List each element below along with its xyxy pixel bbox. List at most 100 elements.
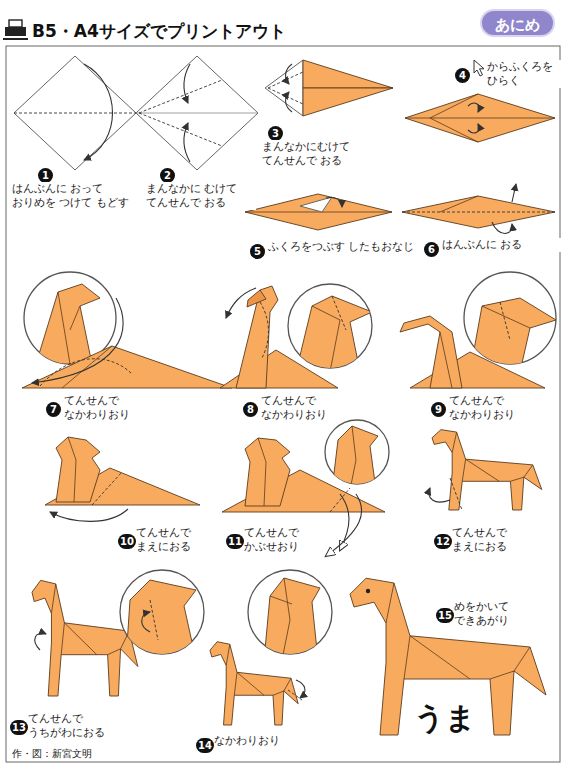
step-11-figure-part	[332, 426, 378, 490]
step-label: 15めをかいて できあがり	[436, 604, 454, 623]
step-caption: からふくろを ひらく	[487, 60, 563, 88]
printer-icon	[3, 20, 28, 39]
step-4-figure-part	[430, 118, 478, 142]
pointer-icon-part	[474, 60, 484, 76]
step-7-figure	[22, 272, 232, 388]
step-number: 1	[38, 168, 53, 183]
step-12-figure-part	[450, 478, 462, 510]
step-1-figure-part	[14, 56, 136, 170]
step-label: 13てんせんで うちがわにおる	[10, 716, 28, 735]
step-label: 12てんせんで まえにおる	[434, 530, 452, 549]
step-number: 13	[10, 720, 28, 735]
step-10-figure-part	[50, 509, 128, 521]
step-13-figure-part-part	[126, 580, 196, 660]
pointer-icon	[474, 60, 484, 76]
step-9-figure-part	[470, 298, 556, 372]
step-number: 14	[196, 738, 214, 753]
page-frame-part	[6, 46, 560, 762]
printer-icon-part	[9, 20, 22, 27]
step-12-figure-part	[429, 488, 450, 502]
step-6-figure-part	[492, 222, 512, 234]
step-4-figure-part	[405, 94, 555, 142]
step-11-figure-part-part	[332, 426, 378, 490]
step-label: 8てんせんで なかわりおり	[243, 398, 258, 417]
step-11-figure-part	[245, 438, 290, 506]
step-4-figure-part	[405, 118, 555, 119]
step-10-figure-part	[68, 437, 76, 502]
step-6-figure-part	[402, 196, 555, 228]
step-7-figure-part	[40, 359, 132, 386]
step-caption: てんせんで うちがわにおる	[28, 712, 120, 740]
step-caption: てんせんで まえにおる	[136, 526, 216, 554]
step-number: 10	[118, 534, 136, 549]
step-label: 5ふくろをつぶす したもおなじ	[250, 240, 265, 259]
step-10-figure-part	[92, 472, 122, 505]
step-label: 2まんなかに むけて てんせんで おる	[160, 164, 175, 183]
step-number: 2	[160, 168, 175, 183]
step-number: 4	[455, 68, 470, 83]
step-2-figure	[136, 56, 258, 170]
step-label: 9てんせんで なかわりおり	[431, 398, 446, 417]
step-7-figure-part	[62, 346, 112, 388]
step-11-figure-part	[258, 438, 266, 506]
step-1-figure-part	[14, 113, 136, 114]
step-8-figure-part-part	[296, 296, 372, 372]
step-label: 3まんなかにむけて てんせんで おる	[268, 122, 283, 141]
step-2-figure-part	[139, 80, 222, 113]
step-caption: てんせんで まえにおる	[452, 526, 532, 554]
step-8-figure	[220, 284, 372, 388]
step-number: 3	[268, 126, 283, 141]
step-11-figure	[222, 420, 389, 556]
step-caption: めをかいて できあがり	[454, 600, 526, 628]
step-3-figure-part	[265, 60, 303, 116]
step-label: 4からふくろを ひらく	[455, 64, 470, 83]
step-11-figure-part-part	[350, 426, 356, 490]
step-caption: てんせんで かぶせおり	[244, 526, 324, 554]
step-14-figure-part-part	[282, 578, 290, 660]
step-13-figure-part	[126, 580, 196, 660]
step-caption: ふくろをつぶす したもおなじ	[268, 240, 446, 254]
step-9-figure-part-part	[470, 298, 556, 372]
step-5-figure-part	[245, 194, 392, 230]
step-4-figure-part	[468, 103, 479, 112]
step-9-figure-part-part	[500, 302, 510, 340]
step-9-figure-part	[400, 316, 462, 388]
step-3-figure-part	[303, 88, 393, 116]
step-15-figure-part	[366, 589, 370, 593]
step-9-figure-part	[440, 332, 452, 388]
step-caption: てんせんで なかわりおり	[449, 394, 529, 422]
step-5-figure-part	[326, 197, 342, 207]
step-7-figure-part	[36, 284, 100, 364]
step-number: 15	[436, 608, 454, 623]
step-5-figure-part	[245, 212, 392, 213]
step-13-figure-part	[35, 633, 46, 650]
step-7-figure-part-part	[70, 306, 80, 330]
step-7-figure-part	[22, 346, 232, 388]
step-4-figure	[405, 94, 555, 142]
step-6-figure-part	[512, 184, 516, 202]
step-9-figure	[400, 272, 556, 388]
step-6-figure-part	[402, 212, 555, 213]
step-2-figure-part	[184, 64, 190, 103]
page-frame	[6, 46, 560, 762]
step-3-figure-part	[286, 92, 292, 112]
step-number: 12	[434, 534, 452, 549]
step-3-figure	[265, 60, 393, 116]
step-6-figure	[402, 184, 555, 234]
step-8-figure-part	[226, 288, 256, 318]
credit-note: 作・図：新宮文明	[12, 747, 92, 761]
step-4-figure-part	[430, 94, 478, 118]
step-label: 14なかわりおり	[196, 734, 214, 753]
step-13-figure-part-part	[142, 612, 150, 632]
site-badge: あにめ	[480, 9, 555, 37]
step-2-figure-part	[136, 113, 258, 114]
step-10-figure	[45, 437, 200, 521]
step-number: 11	[226, 534, 244, 549]
step-14-figure	[210, 570, 332, 725]
step-9-figure-part-part	[482, 306, 530, 328]
step-caption: なかわりおり	[214, 734, 306, 748]
step-8-figure-part-part	[332, 296, 346, 330]
